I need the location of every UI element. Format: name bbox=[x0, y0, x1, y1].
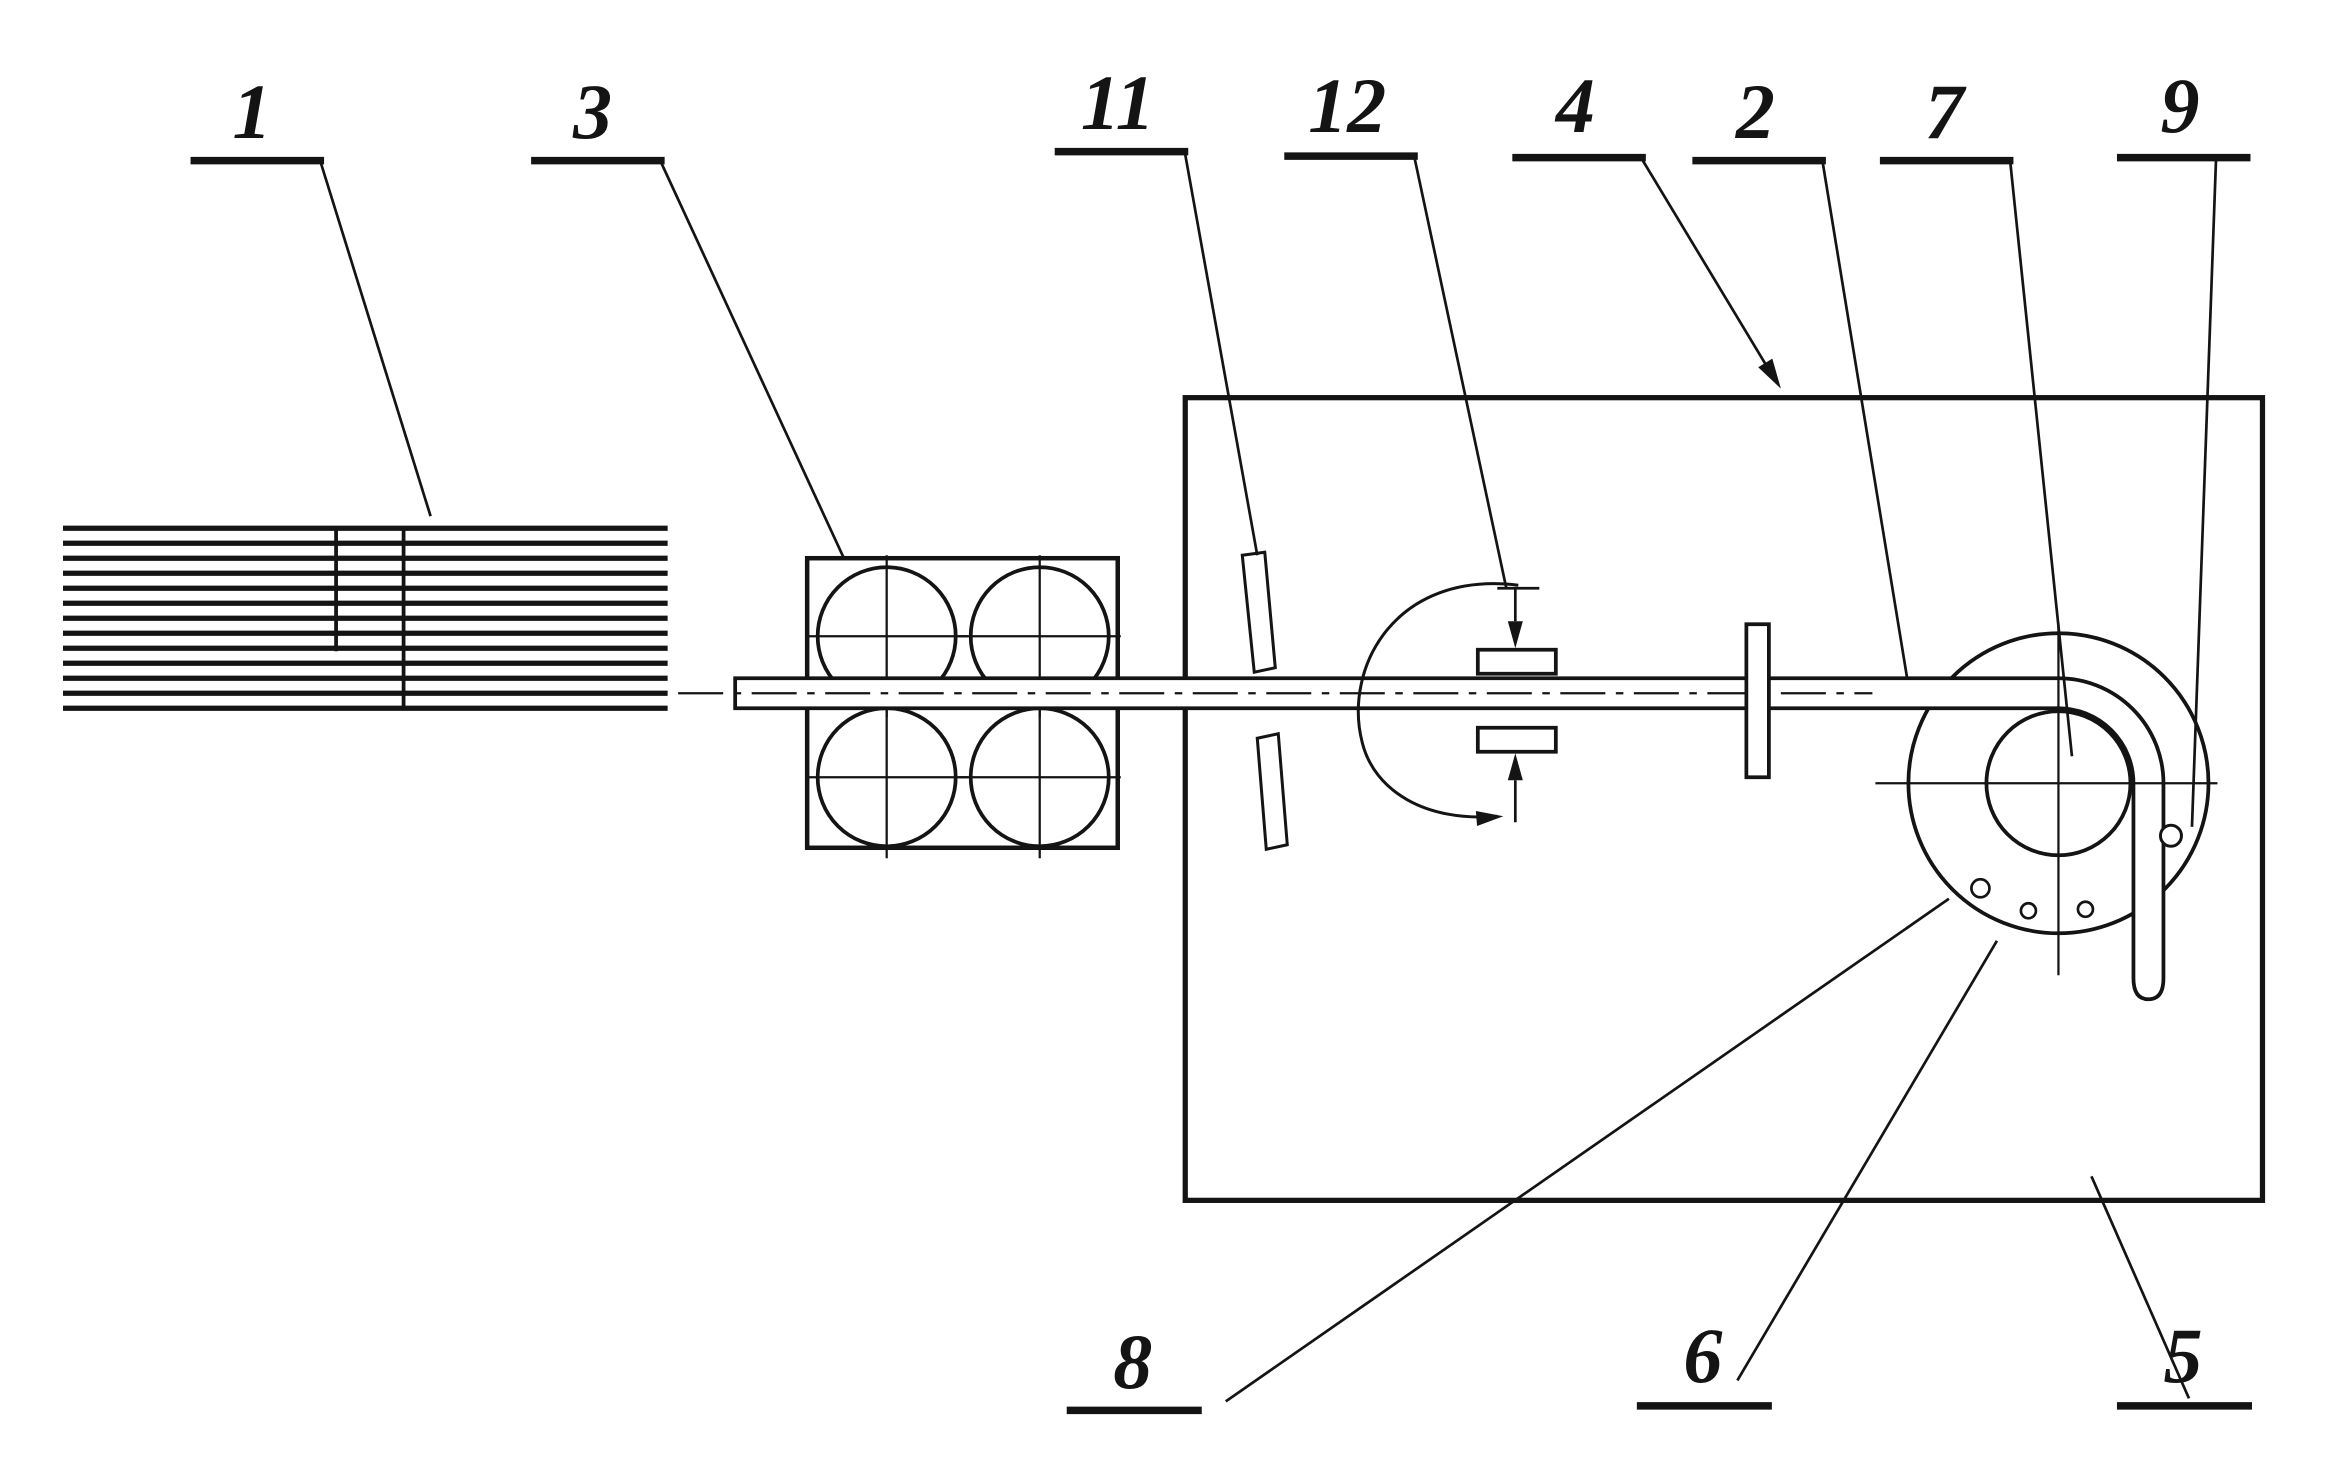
label-4: 4 bbox=[1554, 62, 1595, 149]
bending-pin bbox=[2158, 823, 2183, 848]
leader-6 bbox=[1736, 940, 1999, 1382]
leader-5 bbox=[2090, 1175, 2191, 1399]
label-1: 1 bbox=[233, 68, 272, 155]
disc-hole bbox=[2019, 901, 2038, 920]
label-7: 7 bbox=[1925, 68, 1967, 155]
cutting-blade-upper bbox=[1240, 550, 1277, 675]
rotation-arrowhead bbox=[1475, 811, 1504, 827]
cutting-blade bbox=[1240, 550, 1289, 852]
disc-hole bbox=[2076, 900, 2095, 919]
leader-4-arrowhead bbox=[1758, 358, 1781, 389]
label-6: 6 bbox=[1683, 1312, 1722, 1399]
cutting-blade-lower bbox=[1255, 731, 1289, 852]
label-12: 12 bbox=[1308, 62, 1386, 149]
disc-hole bbox=[1970, 877, 1991, 899]
leader-12 bbox=[1413, 158, 1508, 589]
clamp-blocks bbox=[1475, 586, 1558, 823]
leader-2 bbox=[1821, 163, 1909, 677]
disc-holes bbox=[1970, 877, 2095, 920]
leader-9 bbox=[2190, 160, 2218, 827]
disc-center-marks bbox=[1875, 622, 2218, 976]
leader-7 bbox=[2009, 163, 2074, 757]
label-8: 8 bbox=[1113, 1318, 1152, 1405]
leader-1 bbox=[319, 163, 432, 517]
leader-11 bbox=[1183, 154, 1259, 556]
label-5: 5 bbox=[2163, 1312, 2202, 1399]
label-11: 11 bbox=[1081, 59, 1155, 146]
leader-4 bbox=[1641, 159, 1772, 373]
leader-lines bbox=[319, 154, 2218, 1403]
leader-8 bbox=[1224, 897, 1950, 1403]
label-underlines bbox=[190, 147, 2252, 1415]
leader-3 bbox=[660, 163, 845, 558]
label-3: 3 bbox=[572, 68, 612, 155]
machine-table-frame bbox=[1182, 395, 2266, 1203]
clamp-lower bbox=[1475, 725, 1558, 754]
guide-bar bbox=[1744, 622, 1771, 780]
part-labels: 1 3 11 12 4 2 7 9 8 6 5 bbox=[233, 59, 2203, 1405]
label-2: 2 bbox=[1735, 68, 1775, 155]
clamp-force-arrows bbox=[1497, 586, 1540, 823]
label-9: 9 bbox=[2160, 62, 2199, 149]
workpiece-rod bbox=[733, 676, 2166, 1002]
rotation-arc bbox=[1356, 582, 1519, 827]
clamp-arrow-up bbox=[1507, 753, 1523, 781]
rod-bundle bbox=[63, 525, 668, 711]
clamp-upper bbox=[1475, 647, 1558, 676]
clamp-arrow-down bbox=[1507, 621, 1523, 649]
